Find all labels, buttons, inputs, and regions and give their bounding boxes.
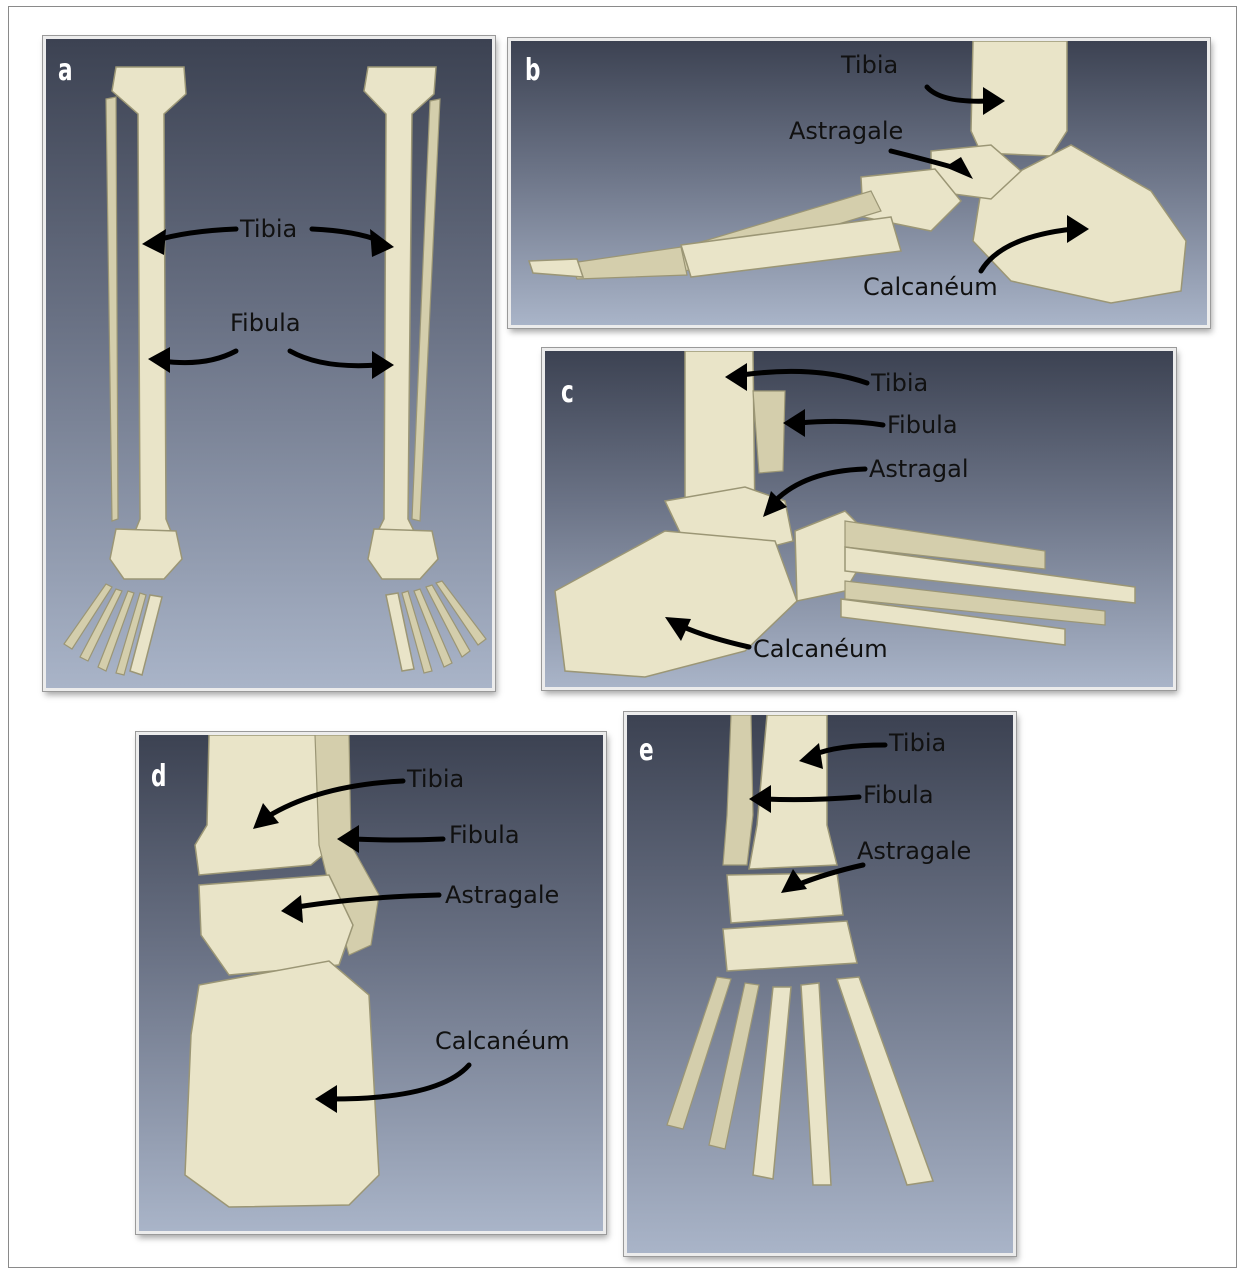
arrow-b-astragale — [945, 157, 973, 179]
arrow-d-fibula — [337, 825, 359, 853]
arrow-e-fibula — [749, 785, 771, 813]
panel-e-arrows — [627, 715, 1016, 1256]
arrow-c-fibula — [783, 409, 805, 437]
panel-d-arrows — [139, 735, 606, 1234]
arrow-b-calcaneum — [1067, 215, 1089, 243]
panel-a: a Tibia Fibula — [43, 36, 495, 691]
panel-e: e Tibia Fibula Astragale — [624, 712, 1016, 1256]
arrow-a-tibia-left — [142, 229, 166, 255]
panel-c: c Tibia Fibula Astragal Calcanéum — [542, 348, 1176, 690]
arrow-d-tibia — [253, 803, 279, 829]
arrow-a-tibia-right — [370, 229, 394, 257]
panel-c-arrows — [545, 351, 1176, 690]
panel-b: b Tibia Astragale Calcanéum — [508, 38, 1210, 328]
arrow-b-tibia — [983, 87, 1005, 115]
arrow-c-tibia — [725, 363, 747, 391]
arrow-d-calcaneum — [315, 1085, 337, 1113]
arrow-a-fibula-left — [148, 347, 170, 373]
arrow-d-astragale — [281, 895, 303, 923]
panel-a-arrows — [46, 39, 495, 691]
panel-d: d Tibia Fibula Astragale Calcanéum — [136, 732, 606, 1234]
arrow-a-fibula-right — [372, 351, 394, 379]
arrow-e-tibia — [799, 743, 823, 769]
panel-b-arrows — [511, 41, 1210, 328]
